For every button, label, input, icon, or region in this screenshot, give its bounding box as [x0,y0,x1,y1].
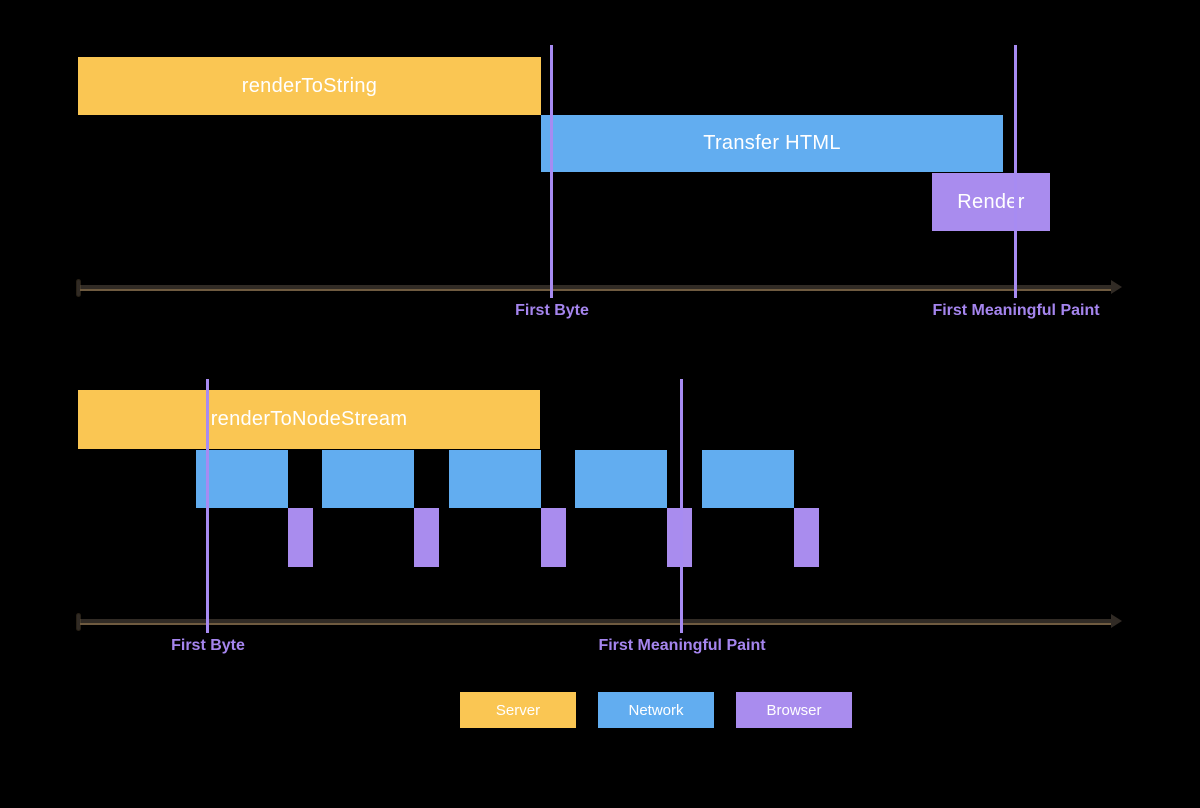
first-byte-label: First Byte [171,637,245,654]
network-chunk-bar [449,450,541,508]
server-bar-render-to-node-stream: renderToNodeStream [78,390,540,449]
browser-bar-render: Render [932,173,1050,231]
first-byte-marker-line [206,379,209,633]
first-byte-marker-line [550,45,553,298]
time-axis [77,280,1122,296]
first-meaningful-paint-label: First Meaningful Paint [932,302,1100,319]
browser-chunk-bar [667,508,692,567]
first-meaningful-paint-marker-line [1014,45,1017,298]
first-meaningful-paint-marker-line [680,379,683,633]
time-axis [77,614,1122,630]
network-chunk-bar [702,450,794,508]
server-bar-label: renderToNodeStream [210,408,408,430]
server-bar-label: renderToString [241,74,378,97]
legend-browser-label: Browser [766,701,822,719]
browser-chunk-bar [794,508,819,567]
first-byte-label: First Byte [515,302,589,319]
legend-browser: Browser [736,692,852,728]
network-bar-label: Transfer HTML [703,132,841,154]
legend-server-label: Server [495,701,541,719]
browser-chunk-bar [541,508,566,567]
browser-chunk-bar [288,508,313,567]
browser-bar-label: Render [957,190,1025,213]
server-bar-render-to-string: renderToString [78,57,541,115]
legend-server: Server [460,692,576,728]
browser-chunk-bar [414,508,439,567]
network-chunk-bar [196,450,288,508]
network-chunk-bar [575,450,667,508]
legend-network: Network [598,692,714,728]
network-chunk-bar [322,450,414,508]
first-meaningful-paint-label: First Meaningful Paint [598,637,766,654]
network-bar-transfer-html: Transfer HTML [541,115,1003,172]
legend-network-label: Network [628,701,684,719]
